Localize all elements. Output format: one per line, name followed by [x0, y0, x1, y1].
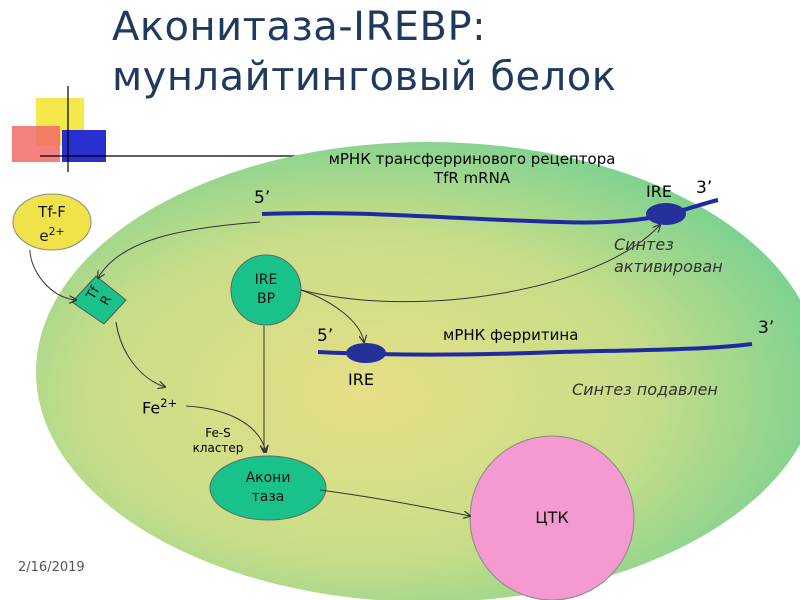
slide-date: 2/16/2019: [18, 560, 85, 575]
irebp-label-line-1: IRE: [254, 272, 278, 288]
ferritin-three-prime-label: 3’: [758, 318, 775, 338]
tfr-synthesis-effect: Синтез активирован: [614, 234, 723, 278]
tfr-effect-line-1: Синтез: [614, 235, 674, 254]
fes-cluster-label: Fe-S кластер: [190, 426, 246, 456]
tfr-effect-line-2: активирован: [614, 257, 723, 276]
arrow-tfr-mrna-to-tfr: [98, 221, 261, 278]
arrow-irebp-to-tfr-ire: [300, 225, 660, 303]
tfr-mrna-label-line-2: TfR mRNA: [433, 169, 511, 187]
tf-fe-line-1: Tf-F: [38, 203, 66, 221]
decor-blue-square: [62, 130, 106, 162]
tf-fe-node-label: Tf-F e2+: [14, 203, 90, 246]
aconitase-label-line-1: Акони: [245, 470, 291, 486]
arrow-tffe-to-tfr: [29, 249, 76, 300]
tf-fe-line-2-base: e: [39, 227, 49, 245]
title-line-1: Аконитаза-IREBP:: [112, 4, 487, 50]
ferritin-five-prime-label: 5’: [317, 326, 334, 346]
tf-fe-node: [12, 193, 92, 251]
tf-fe-line-2: e2+: [14, 222, 90, 246]
irebp-label: IRE BP: [236, 271, 296, 309]
ferritin-mrna-strand: [317, 342, 753, 357]
fes-cluster-line-1: Fe-S: [205, 426, 231, 440]
aconitase-node: [209, 455, 327, 521]
fes-cluster-line-2: кластер: [192, 441, 244, 455]
tf-fe-charge: 2+: [48, 225, 65, 238]
fe2-base: Fe: [142, 398, 161, 418]
arrow-fe2-to-aconitase: [185, 405, 266, 452]
tfr-receptor: [71, 275, 127, 325]
fe2-charge: 2+: [160, 396, 178, 410]
tfr-three-prime-label: 3’: [696, 178, 713, 198]
aconitase-label: Акони таза: [218, 469, 318, 507]
tfr-mrna-label: мРНК трансферринового рецептора TfR mRNA: [302, 150, 642, 188]
page-title: Аконитаза-IREBP: мунлайтинговый белок: [112, 2, 616, 102]
ferritin-mrna-label: мРНК ферритина: [443, 326, 579, 344]
arrow-tfr-to-fe2: [115, 321, 165, 387]
decor-red-square: [12, 126, 60, 162]
aconitase-label-line-2: таза: [251, 489, 285, 505]
tfr-ire-label: IRE: [646, 182, 672, 201]
title-line-2: мунлайтинговый белок: [112, 54, 617, 100]
ferritin-ire-label: IRE: [348, 370, 374, 389]
fe2-label: Fe2+: [142, 396, 177, 417]
arrow-aconitase-to-tca: [319, 489, 470, 516]
arrow-irebp-to-ferritin-ire: [300, 289, 364, 342]
tfr-mrna-label-line-1: мРНК трансферринового рецептора: [328, 150, 616, 168]
irebp-label-line-2: BP: [256, 291, 276, 307]
tca-cycle-label: ЦТК: [535, 508, 569, 527]
ferritin-ire-loop: [346, 343, 386, 363]
tfr-ire-loop: [646, 203, 686, 225]
ferritin-synthesis-effect: Синтез подавлен: [572, 380, 718, 399]
tfr-five-prime-label: 5’: [254, 188, 271, 208]
